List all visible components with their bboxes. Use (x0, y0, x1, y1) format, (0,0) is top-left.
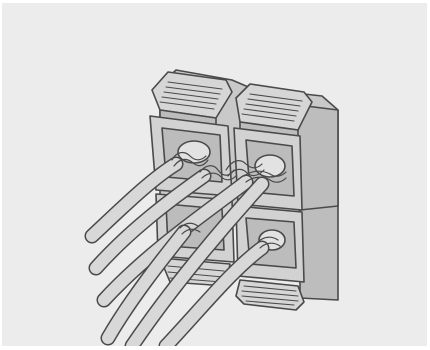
bottom-right-clip (236, 280, 304, 310)
